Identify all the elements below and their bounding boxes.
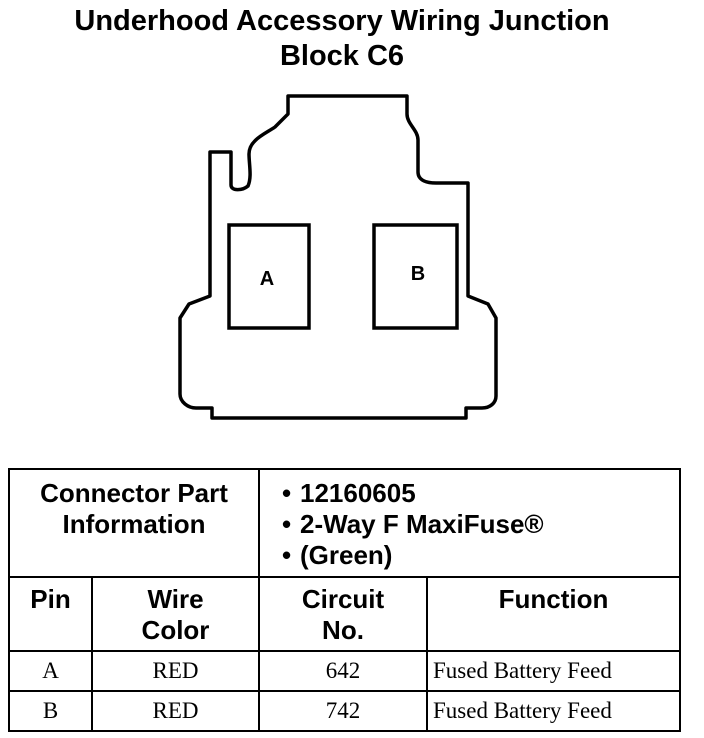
cavity-b <box>372 223 459 330</box>
connector-color: (Green) <box>282 540 678 571</box>
circuit-header-line-2: No. <box>322 615 364 645</box>
pin-header-text: Pin <box>30 584 71 614</box>
connector-pinout-table: Connector Part Information 12160605 2-Wa… <box>8 468 681 732</box>
wire-color-header-line-1: Wire <box>147 584 204 614</box>
wire-color-cell: RED <box>91 690 260 732</box>
connector-part-info-value: 12160605 2-Way F MaxiFuse® (Green) <box>258 468 681 578</box>
part-number: 12160605 <box>282 478 678 509</box>
part-info-list: 12160605 2-Way F MaxiFuse® (Green) <box>261 471 678 571</box>
function-header: Function <box>426 576 681 652</box>
pin-header: Pin <box>8 576 93 652</box>
diagram-title: Underhood Accessory Wiring Junction Bloc… <box>0 4 684 74</box>
table-row: B RED 742 Fused Battery Feed <box>8 690 681 732</box>
cavity-a <box>227 223 311 330</box>
connector-part-info-line-2: Information <box>62 509 206 539</box>
connector-part-info-label: Connector Part Information <box>8 468 260 578</box>
wire-color-cell: RED <box>91 650 260 692</box>
title-line-2: Block C6 <box>279 40 405 72</box>
circuit-header-line-1: Circuit <box>301 584 385 614</box>
title-line-1: Underhood Accessory Wiring Junction <box>74 5 610 37</box>
circuit-cell: 642 <box>258 650 428 692</box>
function-cell: Fused Battery Feed <box>426 690 681 732</box>
connector-housing-outline <box>178 94 498 420</box>
table-row: A RED 642 Fused Battery Feed <box>8 650 681 692</box>
circuit-header: Circuit No. <box>258 576 428 652</box>
connector-part-info-line-1: Connector Part <box>40 478 228 508</box>
wire-color-header: Wire Color <box>91 576 260 652</box>
cavity-a-label: A <box>260 268 274 290</box>
wire-color-header-line-2: Color <box>141 615 210 645</box>
function-cell: Fused Battery Feed <box>426 650 681 692</box>
column-header-row: Pin Wire Color Circuit No. Function <box>8 576 681 652</box>
pin-cell: A <box>8 650 93 692</box>
connector-face-diagram: A B <box>178 94 498 420</box>
connector-description: 2-Way F MaxiFuse® <box>282 509 678 540</box>
function-header-text: Function <box>498 584 609 614</box>
pin-cell: B <box>8 690 93 732</box>
circuit-cell: 742 <box>258 690 428 732</box>
cavity-b-label: B <box>411 263 425 285</box>
connector-info-row: Connector Part Information 12160605 2-Wa… <box>8 468 681 578</box>
